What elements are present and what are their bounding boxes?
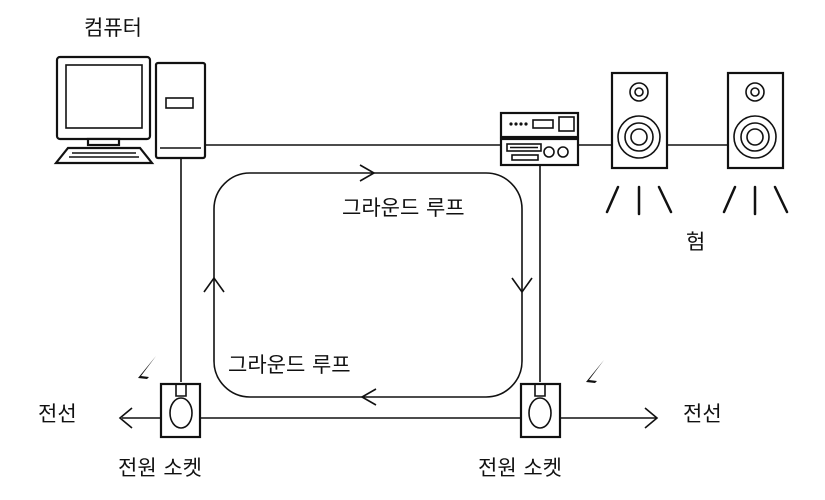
ground-loop-label-bottom: 그라운드 루프 — [228, 353, 351, 377]
lightning-icon — [577, 360, 604, 401]
computer-icon — [53, 55, 207, 165]
ground-loop-label-top: 그라운드 루프 — [342, 196, 465, 220]
amplifier-icon — [499, 111, 580, 167]
speaker-icon — [726, 71, 785, 170]
lightning-icon — [129, 356, 156, 397]
socket-label-left: 전원 소켓 — [118, 456, 202, 480]
ground-loop-path — [213, 172, 523, 398]
loop-arrow-bottom — [360, 388, 377, 406]
wire-arrow-left — [118, 407, 133, 429]
computer-label: 컴퓨터 — [84, 16, 142, 40]
power-socket-icon — [159, 382, 202, 439]
power-socket-icon — [519, 382, 562, 439]
wire-label-left: 전선 — [38, 402, 77, 426]
loop-arrow-left — [203, 276, 225, 293]
wire-label-right: 전선 — [683, 402, 722, 426]
speaker-icon — [610, 71, 669, 170]
hum-sound-marks — [605, 185, 789, 216]
hum-label: 험 — [686, 230, 706, 254]
wire-arrow-right — [644, 407, 659, 429]
socket-label-right: 전원 소켓 — [478, 456, 562, 480]
loop-arrow-right — [511, 277, 533, 294]
loop-arrow-top — [359, 164, 376, 182]
